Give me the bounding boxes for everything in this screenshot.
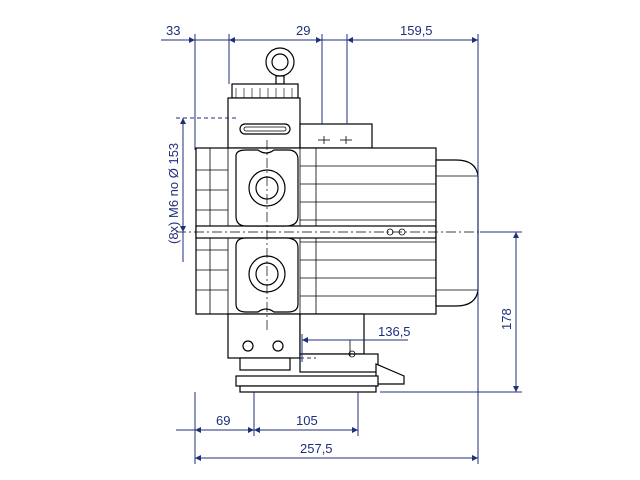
dim-label-bolt-note: (8x) M6 no Ø 153 — [166, 143, 181, 244]
lifting-eye — [265, 47, 295, 85]
port-housing-upper — [235, 149, 299, 227]
dim-label-29: 29 — [296, 23, 310, 38]
pump-body — [195, 147, 437, 315]
pump-assembly — [176, 47, 520, 393]
dimension-labels: 33 29 159,5 (8x) M6 no Ø 153 178 136,5 6… — [166, 23, 514, 456]
upper-block — [227, 83, 301, 149]
dim-label-33: 33 — [166, 23, 180, 38]
dim-label-105: 105 — [296, 413, 318, 428]
dim-label-136-5: 136,5 — [378, 324, 411, 339]
mounting-foot — [235, 313, 405, 393]
dim-label-69: 69 — [216, 413, 230, 428]
dim-label-159-5: 159,5 — [400, 23, 433, 38]
dim-label-257-5: 257,5 — [300, 441, 333, 456]
dim-label-178: 178 — [499, 308, 514, 330]
motor-end-cap — [435, 159, 479, 307]
lower-block — [227, 313, 301, 371]
terminal-box — [299, 123, 373, 149]
dimension-lines — [161, 34, 522, 464]
